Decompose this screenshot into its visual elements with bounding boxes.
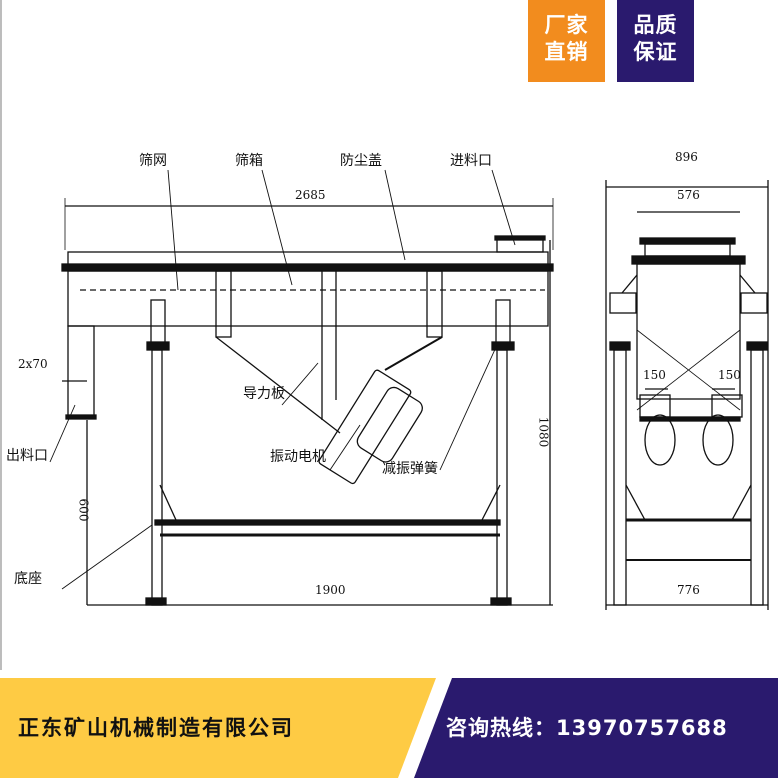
hotline-text: 咨询热线：13970757688 <box>446 716 728 740</box>
leader-lines <box>49 169 516 590</box>
label-base: 底座 <box>14 571 42 587</box>
label-discharge-outlet: 出料口 <box>6 448 48 464</box>
outlet-column <box>67 325 95 418</box>
dim-length: 2685 <box>295 188 326 202</box>
hotline-banner-bg <box>414 678 778 778</box>
base-beam <box>154 519 501 526</box>
guide-plate-shape <box>215 336 341 434</box>
dim-line-length <box>64 198 554 250</box>
factory-direct-badge: 厂家 直销 <box>528 0 605 82</box>
dim-side-leg-span: 776 <box>677 583 700 597</box>
label-outlet-size: 2x70 <box>18 357 48 371</box>
company-banner-bg <box>0 678 436 778</box>
feed-flange <box>494 235 546 241</box>
label-screen-box: 筛箱 <box>235 153 263 169</box>
dim-leg-span: 1900 <box>315 583 346 597</box>
top-flange <box>61 263 554 272</box>
label-dust-cover: 防尘盖 <box>340 153 382 169</box>
dim-height: 1080 <box>536 416 551 448</box>
dim-motor-offset-left: 150 <box>643 368 666 382</box>
side-view <box>605 180 769 610</box>
badge-text: 品质 <box>633 13 678 37</box>
label-screen-mesh: 筛网 <box>139 153 167 169</box>
label-damping-spring: 减振弹簧 <box>382 461 438 477</box>
dim-motor-offset-right: 150 <box>718 368 741 382</box>
label-guide-plate: 导力板 <box>243 386 285 402</box>
vibration-motor-shape <box>318 369 423 485</box>
badge-text: 直销 <box>544 40 589 64</box>
outlet-flange <box>65 414 97 420</box>
support-legs <box>145 299 515 606</box>
company-name: 正东矿山机械制造有限公司 <box>18 716 294 740</box>
dim-inlet-width: 576 <box>677 188 700 202</box>
badge-text: 保证 <box>633 40 678 64</box>
label-feed-inlet: 进料口 <box>450 153 492 169</box>
badge-text: 厂家 <box>544 13 589 37</box>
footer-banner <box>0 678 778 778</box>
dust-cover-shape <box>67 251 549 266</box>
dim-side-width: 896 <box>675 150 698 164</box>
label-vibration-motor: 振动电机 <box>270 449 326 465</box>
screen-box-shape <box>67 270 549 327</box>
dim-discharge-height: 600 <box>76 498 91 522</box>
quality-guarantee-badge: 品质 保证 <box>617 0 694 82</box>
